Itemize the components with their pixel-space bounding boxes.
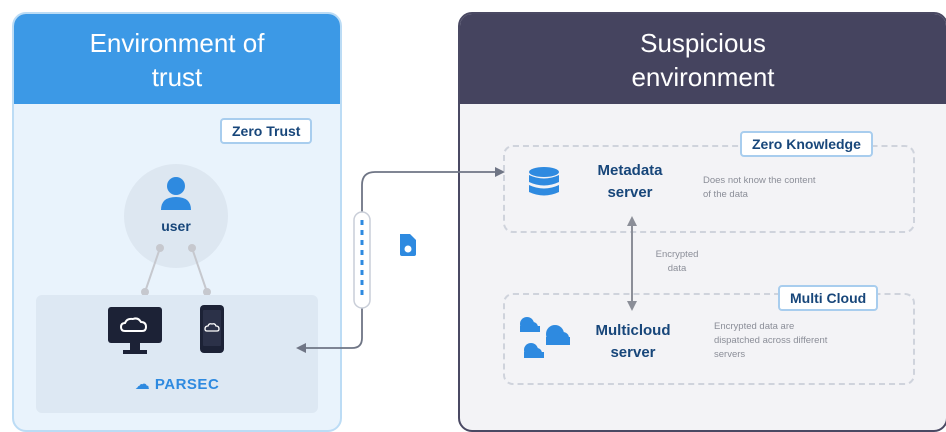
suspicious-title-line1: Suspicious <box>640 28 766 58</box>
metadata-title-line1: Metadata <box>597 162 663 179</box>
encrypted-link-label: Encrypted data <box>642 248 712 276</box>
connector-dot <box>156 244 164 252</box>
zero-knowledge-tag: Zero Knowledge <box>740 131 873 157</box>
metadata-desc-line1: Does not know the content <box>703 175 816 186</box>
multicloud-desc-line3: servers <box>714 349 746 360</box>
connector-dot <box>203 288 211 296</box>
parsec-logo-icon: ☁ <box>134 376 155 393</box>
user-node: user <box>124 164 228 268</box>
trust-title-line2: trust <box>151 62 203 92</box>
suspicious-title-line2: environment <box>631 62 775 92</box>
database-icon <box>529 167 559 196</box>
multicloud-title-line2: server <box>610 344 656 361</box>
parsec-brand-text: PARSEC <box>154 376 220 393</box>
user-icon <box>161 177 191 210</box>
phone-icon <box>200 305 224 353</box>
multicloud-server-title: Multicloud server <box>583 320 683 364</box>
multicloud-desc-line1: Encrypted data are <box>714 321 795 332</box>
multi-cloud-tag: Multi Cloud <box>778 285 879 311</box>
document-icon <box>400 234 416 256</box>
metadata-server-title: Metadata server <box>585 160 675 204</box>
multicloud-zone <box>503 293 915 385</box>
metadata-title-line2: server <box>607 184 653 201</box>
multicloud-title-line1: Multicloud <box>595 322 671 339</box>
suspicious-panel-header: Suspicious environment <box>460 14 946 104</box>
parsec-brand: ☁ PARSEC <box>36 375 318 393</box>
trust-title-line1: Environment of <box>89 28 265 58</box>
encrypted-label-line2: data <box>667 263 687 274</box>
multicloud-desc-line2: dispatched across different <box>714 335 828 346</box>
device-group: ☁ PARSEC <box>36 295 318 413</box>
metadata-description: Does not know the content of the data <box>703 174 883 202</box>
user-label: user <box>161 218 191 234</box>
multicloud-description: Encrypted data are dispatched across dif… <box>714 320 894 362</box>
desktop-icon <box>108 307 162 354</box>
connector-dot <box>188 244 196 252</box>
metadata-desc-line2: of the data <box>703 189 748 200</box>
trust-panel-header: Environment of trust <box>14 14 340 104</box>
zero-trust-tag: Zero Trust <box>220 118 313 144</box>
connector-dot <box>141 288 149 296</box>
clouds-icon <box>520 317 570 358</box>
encrypted-label-line1: Encrypted <box>655 249 699 260</box>
suspicious-panel: Suspicious environment <box>458 12 946 432</box>
metadata-zone <box>503 145 915 233</box>
